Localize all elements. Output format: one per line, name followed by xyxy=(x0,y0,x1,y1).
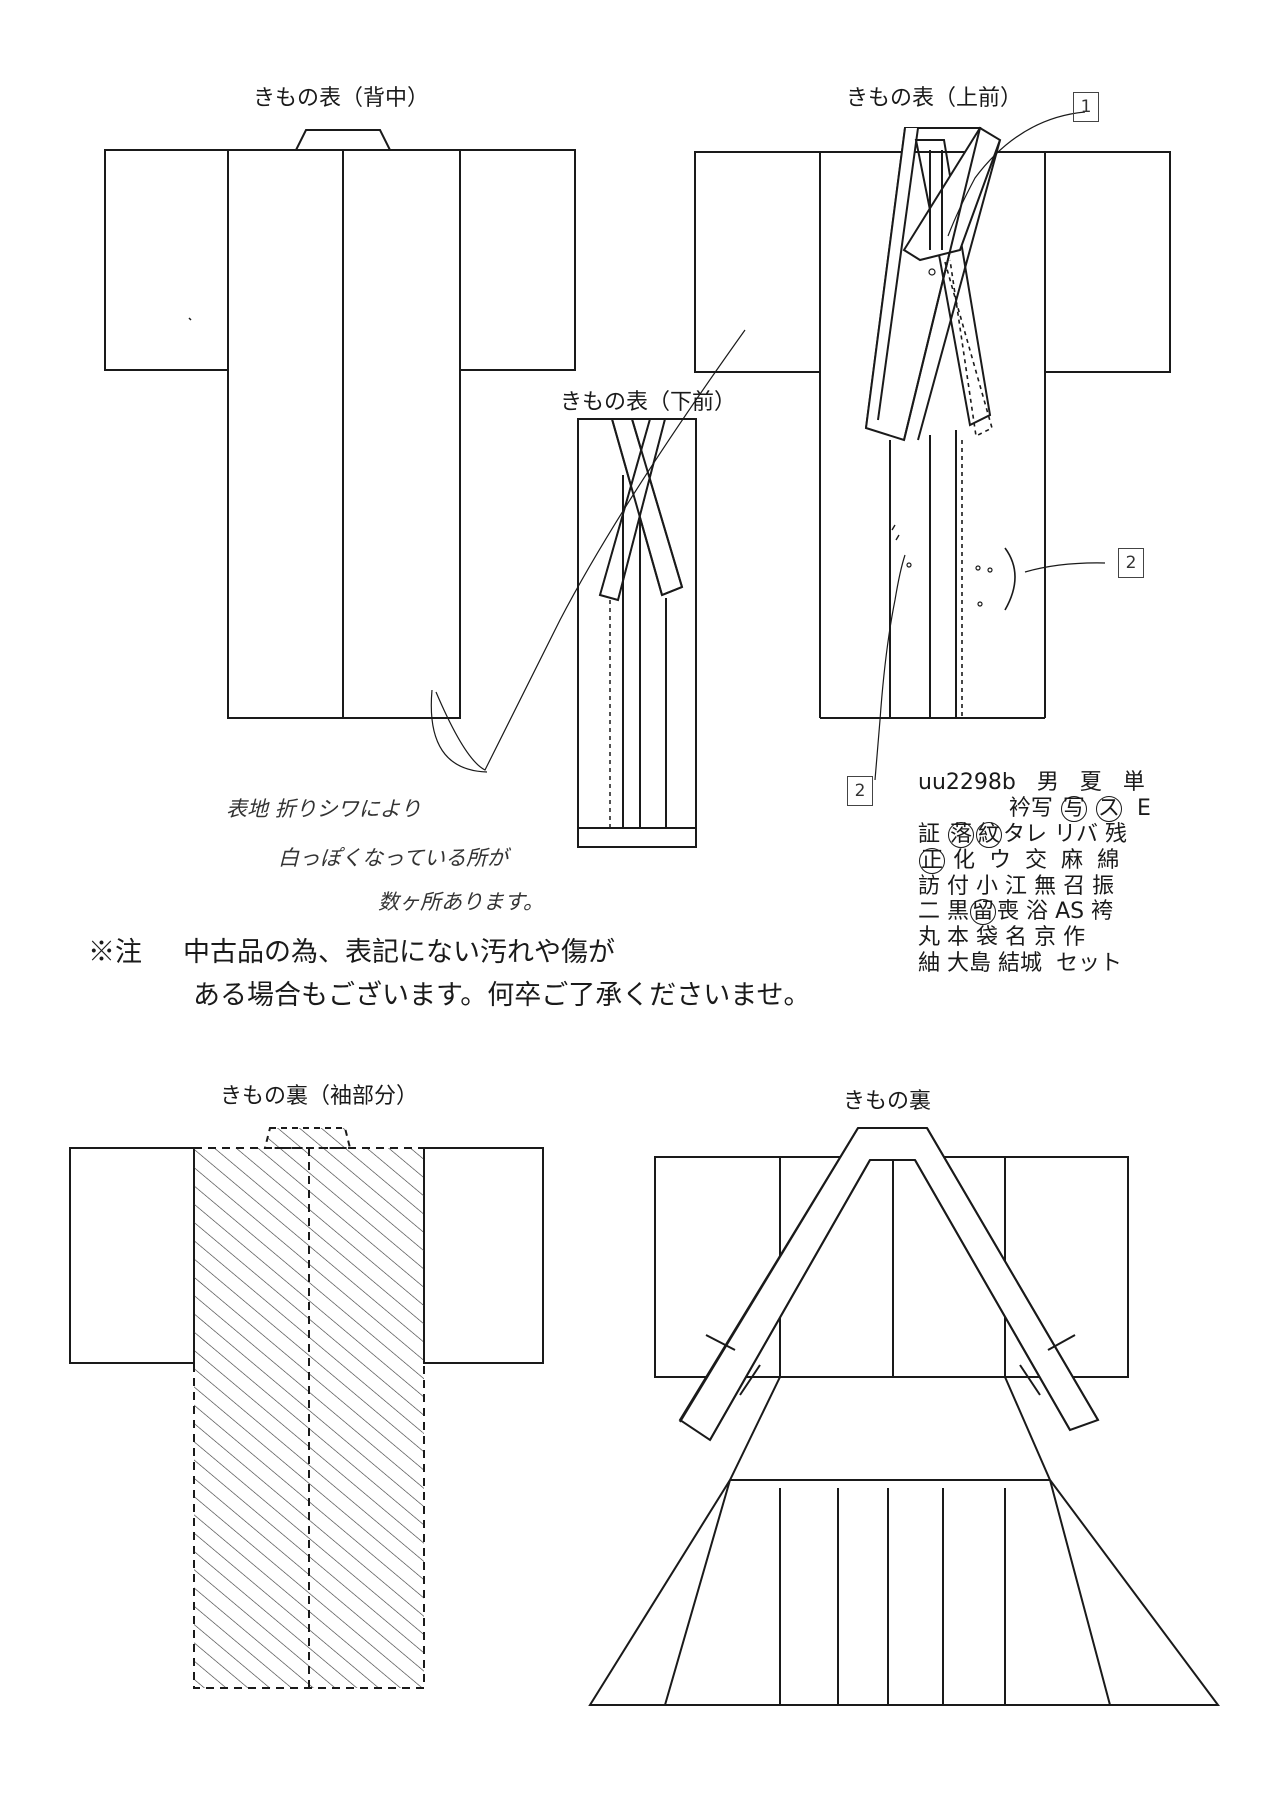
code-row-3: 証 落紋タレ リバ 残 xyxy=(918,821,1151,848)
code-tsukesage: 付 xyxy=(947,873,970,899)
code-e: E xyxy=(1136,795,1151,821)
code-artist: 作 xyxy=(1063,925,1086,950)
code-remaining: 残 xyxy=(1105,821,1128,847)
code-row-7: 丸 本 袋 名 京 作 xyxy=(918,925,1151,951)
code-mourning: 喪 xyxy=(997,899,1020,924)
code-su-circled: ス xyxy=(1095,795,1122,822)
code-yukata: 浴 xyxy=(1026,899,1049,924)
code-authentic-circled: 正 xyxy=(919,847,945,874)
code-komon: 小 xyxy=(976,873,999,899)
condition-code-grid: uu2298b 男 夏 単 衿写 写 ス E 証 落紋タレ リバ 残 正 化 ウ… xyxy=(918,770,1151,976)
code-oshima: 大島 xyxy=(947,950,992,976)
kimono-back-view xyxy=(104,129,576,719)
code-collar-photo: 衿写 xyxy=(1008,795,1053,821)
code-furisode: 振 xyxy=(1092,873,1115,899)
marker-box-2: 2 xyxy=(1118,548,1144,578)
code-synthetic: 化 xyxy=(953,847,976,873)
code-edo: 江 xyxy=(1005,873,1028,899)
code-kyoto: 京 xyxy=(1034,925,1057,950)
label-outer-back: きもの表（背中） xyxy=(253,86,430,111)
kimono-under-front-view xyxy=(430,329,746,848)
marker-box-1: 1 xyxy=(1073,92,1099,122)
handwritten-note-line-1: 表地 折りシワにより xyxy=(226,797,422,821)
code-yuki: 結城 xyxy=(998,950,1043,976)
marker-box-2-lower: 2 xyxy=(847,776,873,806)
code-nagoya: 名 xyxy=(1005,925,1028,950)
code-wool: ウ xyxy=(989,847,1012,873)
handwritten-note-line-3: 数ヶ所あります。 xyxy=(378,890,544,914)
code-omeshi: 召 xyxy=(1063,873,1086,899)
code-blend: 交 xyxy=(1025,847,1048,873)
code-riba: リバ xyxy=(1054,821,1099,847)
kimono-lining-view xyxy=(588,1127,1220,1706)
code-row-8: 紬 大島 結城 セット xyxy=(918,951,1151,977)
code-photo-circled: 写 xyxy=(1060,795,1087,822)
handwritten-note-line-2: 白っぽくなっている所が xyxy=(278,846,508,870)
kimono-upper-front-view xyxy=(694,111,1171,781)
note-line-2: ある場合もございます。何卒ご了承くださいませ。 xyxy=(193,980,811,1011)
code-black: 黒 xyxy=(947,899,970,924)
code-houmongi: 訪 xyxy=(918,873,941,899)
code-row-1: uu2298b 男 夏 単 xyxy=(918,770,1151,796)
code-unlined: 単 xyxy=(1122,770,1145,795)
label-lining-sleeve: きもの裏（袖部分） xyxy=(220,1084,419,1109)
label-lining: きもの裏 xyxy=(843,1089,932,1114)
item-code: uu2298b xyxy=(918,770,1016,795)
code-muji: 無 xyxy=(1034,873,1057,899)
code-tomesode-circled: 留 xyxy=(970,899,997,925)
code-row-6: 二 黒留喪 浴 AS 袴 xyxy=(918,899,1151,925)
code-tare: タレ xyxy=(1003,821,1048,847)
code-as: AS xyxy=(1055,899,1085,924)
note-line-1: 中古品の為、表記にない汚れや傷が xyxy=(183,937,615,968)
code-linen: 麻 xyxy=(1061,847,1084,873)
code-row-2: 衿写 写 ス E xyxy=(918,795,1151,822)
code-certificate: 証 xyxy=(918,821,941,847)
code-set: セット xyxy=(1056,950,1123,976)
code-stain-circled: 落 xyxy=(948,821,975,848)
note-mark: ※注 xyxy=(88,937,142,968)
label-outer-upper-front: きもの表（上前） xyxy=(846,86,1023,111)
code-crest-circled: 紋 xyxy=(976,821,1003,848)
code-hakama: 袴 xyxy=(1091,899,1114,924)
kimono-lining-sleeve-view xyxy=(69,1127,544,1689)
code-maru: 丸 xyxy=(918,925,941,950)
code-tsumugi: 紬 xyxy=(918,950,941,976)
code-hon: 本 xyxy=(947,925,970,950)
code-fukuro: 袋 xyxy=(976,925,999,950)
code-row-4: 正 化 ウ 交 麻 綿 xyxy=(918,847,1151,874)
code-men: 男 xyxy=(1036,770,1059,795)
code-ni: 二 xyxy=(918,899,941,924)
code-cotton: 綿 xyxy=(1097,847,1120,873)
code-row-5: 訪 付 小 江 無 召 振 xyxy=(918,874,1151,900)
code-summer: 夏 xyxy=(1079,770,1102,795)
label-outer-under-front: きもの表（下前） xyxy=(560,390,737,415)
